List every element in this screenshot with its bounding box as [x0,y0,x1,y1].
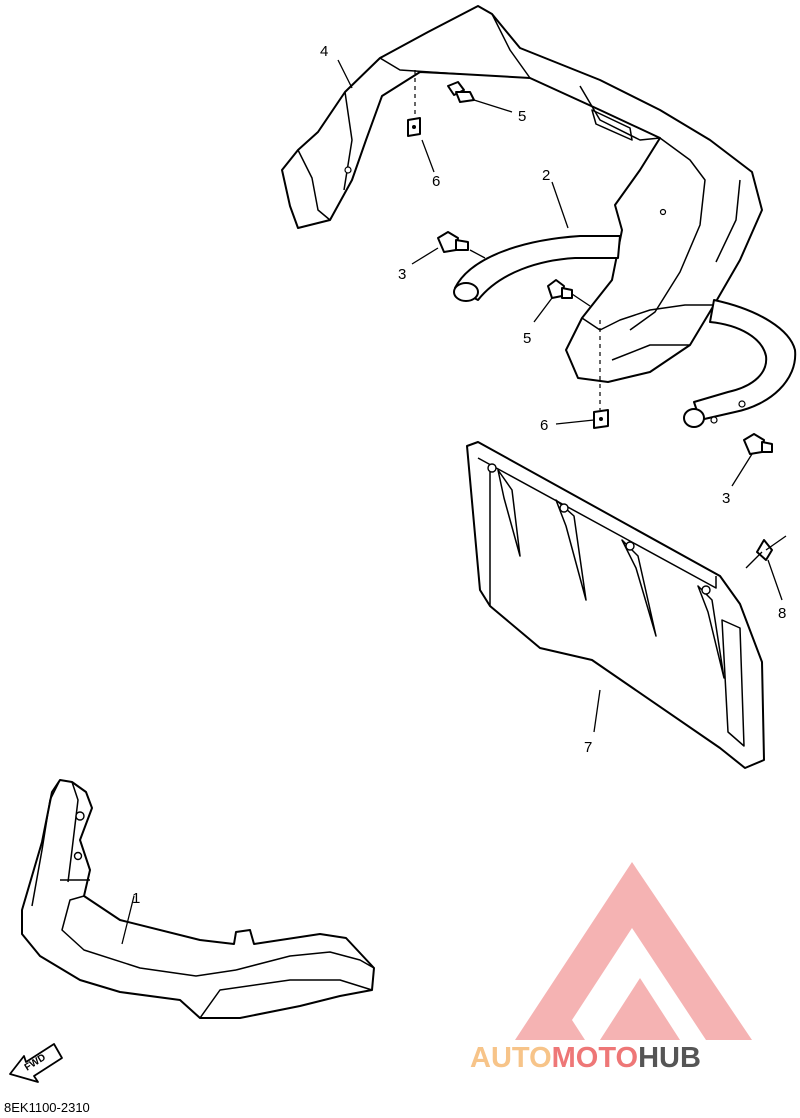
callout-4: 4 [320,43,328,60]
part-7-guard [466,441,765,769]
watermark: AUTOMOTOHUB [470,862,752,1074]
part-1-lower-bumper [21,779,375,1019]
bolt-5-middle [547,279,573,299]
callout-3-right: 3 [722,490,730,507]
part-8-rivet [756,535,787,561]
bolt-5-upper [447,81,475,103]
callout-6-upper: 6 [432,173,440,190]
part-4-upper-cover [281,5,763,383]
fwd-arrow-icon: FWD [9,1043,63,1083]
callout-7: 7 [584,739,592,756]
callout-1: 1 [132,890,140,907]
callout-8: 8 [778,605,786,622]
svg-text:AUTOMOTOHUB: AUTOMOTOHUB [470,1042,701,1074]
callout-3-left: 3 [398,266,406,283]
part-2-tube [453,235,797,428]
clip-6-lower [593,409,609,429]
bolt-3-right [743,433,773,455]
watermark-moto: MOTO [552,1042,638,1074]
callout-5-middle: 5 [523,330,531,347]
callout-6-lower: 6 [540,417,548,434]
diagram-code: 8EK1100-2310 [4,1100,90,1115]
bolt-3-left [437,231,469,253]
watermark-auto: AUTO [470,1042,552,1074]
leader-lines [121,59,783,945]
callout-2: 2 [542,167,550,184]
watermark-hub: HUB [638,1042,701,1074]
callout-5-upper: 5 [518,108,526,125]
watermark-logo-icon [515,862,752,1040]
clip-6-upper [407,117,421,137]
